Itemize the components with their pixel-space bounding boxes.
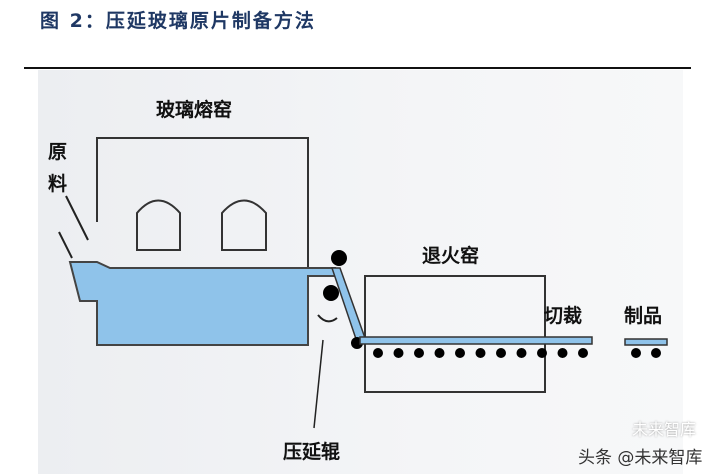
- watermark-faded: 未来智库: [632, 420, 697, 439]
- conveyor-rollers: [373, 348, 588, 358]
- conveyor-roller: [373, 348, 383, 358]
- figure-title: 图 2：压延玻璃原片制备方法: [40, 10, 316, 32]
- calender-roller-pointer: [313, 339, 324, 429]
- product-sheet: [624, 338, 668, 346]
- burner-arch-1: [136, 199, 181, 251]
- label-calender-roller: 压延辊: [283, 440, 340, 463]
- calender-roller-bottom: [323, 285, 339, 301]
- calender-roller-top: [331, 250, 347, 266]
- label-melting-furnace: 玻璃熔窑: [156, 98, 232, 121]
- label-raw-material-2: 料: [48, 172, 67, 195]
- label-raw-material-1: 原: [48, 141, 67, 163]
- watermark: 头条 @未来智库: [578, 448, 703, 468]
- burner-arch-2: [221, 199, 267, 251]
- conveyor-roller: [516, 348, 527, 358]
- product-roller: [651, 348, 661, 358]
- label-product: 制品: [624, 304, 662, 327]
- conveyor-roller: [537, 348, 547, 358]
- conveyor-roller: [455, 348, 465, 358]
- glass-ribbon-slope: [330, 267, 366, 344]
- molten-glass-tank: [68, 261, 336, 346]
- conveyor-roller: [393, 348, 404, 358]
- label-cutting: 切裁: [544, 304, 582, 327]
- glass-ribbon-conveyor: [359, 336, 593, 345]
- conveyor-roller: [578, 348, 588, 358]
- raw-material-arrow: [58, 195, 89, 259]
- rotation-arrow: [317, 314, 338, 323]
- product-roller: [631, 348, 641, 358]
- conveyor-roller: [496, 348, 506, 358]
- conveyor-roller: [557, 348, 568, 358]
- annealing-kiln: [364, 275, 546, 393]
- melting-furnace: [96, 137, 309, 272]
- conveyor-roller: [475, 348, 486, 358]
- label-annealing-kiln: 退火窑: [422, 244, 479, 267]
- conveyor-roller: [434, 348, 445, 358]
- title-divider: [24, 67, 691, 69]
- conveyor-roller: [414, 348, 424, 358]
